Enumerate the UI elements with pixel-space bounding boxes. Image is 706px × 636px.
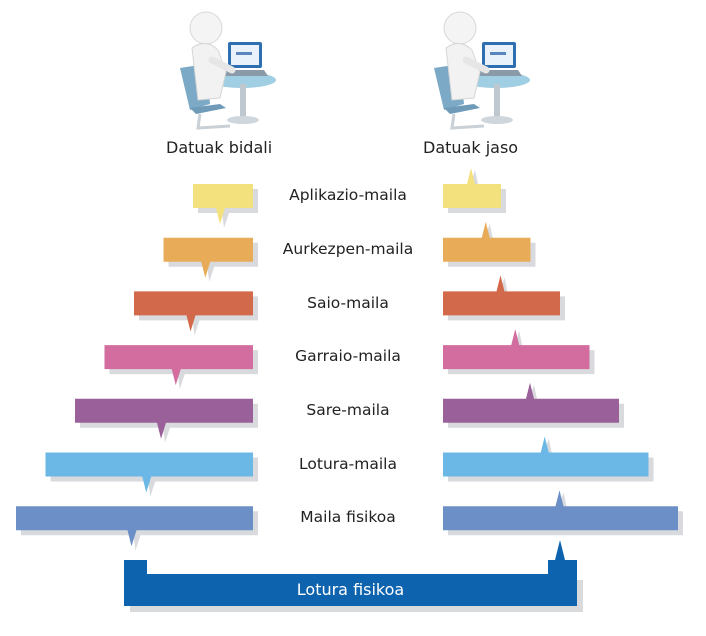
sender-layer-bar	[45, 452, 253, 493]
receiver-layer-bar	[443, 275, 560, 316]
physical-link-shape	[124, 560, 577, 606]
person-at-computer-icon	[434, 11, 530, 130]
sender-caption: Datuak bidali	[166, 138, 273, 157]
receiver-layer-bar	[443, 329, 590, 370]
layer-label: Garraio-maila	[295, 347, 401, 365]
sender-layer-bar	[16, 506, 253, 547]
physical-link-bar	[124, 540, 583, 612]
receiver-caption: Datuak jaso	[423, 138, 519, 157]
physical-link-up-arrow	[555, 540, 565, 560]
physical-link-label: Lotura fisikoa	[296, 580, 405, 599]
layer-label: Aplikazio-maila	[289, 186, 407, 204]
sender-layer-bar	[75, 398, 253, 439]
receiver-layer-bar	[443, 168, 501, 208]
receiver-layer-bar	[443, 436, 649, 477]
receiver-layer-bar	[443, 382, 619, 423]
receiver-layer-bar	[443, 490, 678, 531]
layer-label: Maila fisikoa	[300, 508, 396, 526]
layer-label: Aurkezpen-maila	[282, 240, 414, 258]
layer-label: Lotura-maila	[299, 455, 397, 473]
sender-layer-bar	[104, 345, 253, 386]
receiver-figure	[424, 8, 534, 133]
layer-label: Saio-maila	[307, 294, 389, 312]
sender-layer-bar	[134, 291, 253, 332]
sender-layer-bar	[193, 184, 253, 224]
layer-label: Sare-maila	[306, 401, 390, 419]
sender-layer-bar	[163, 237, 253, 278]
sender-figure	[170, 8, 280, 133]
person-at-computer-icon	[180, 11, 276, 130]
receiver-layer-bar	[443, 221, 531, 262]
